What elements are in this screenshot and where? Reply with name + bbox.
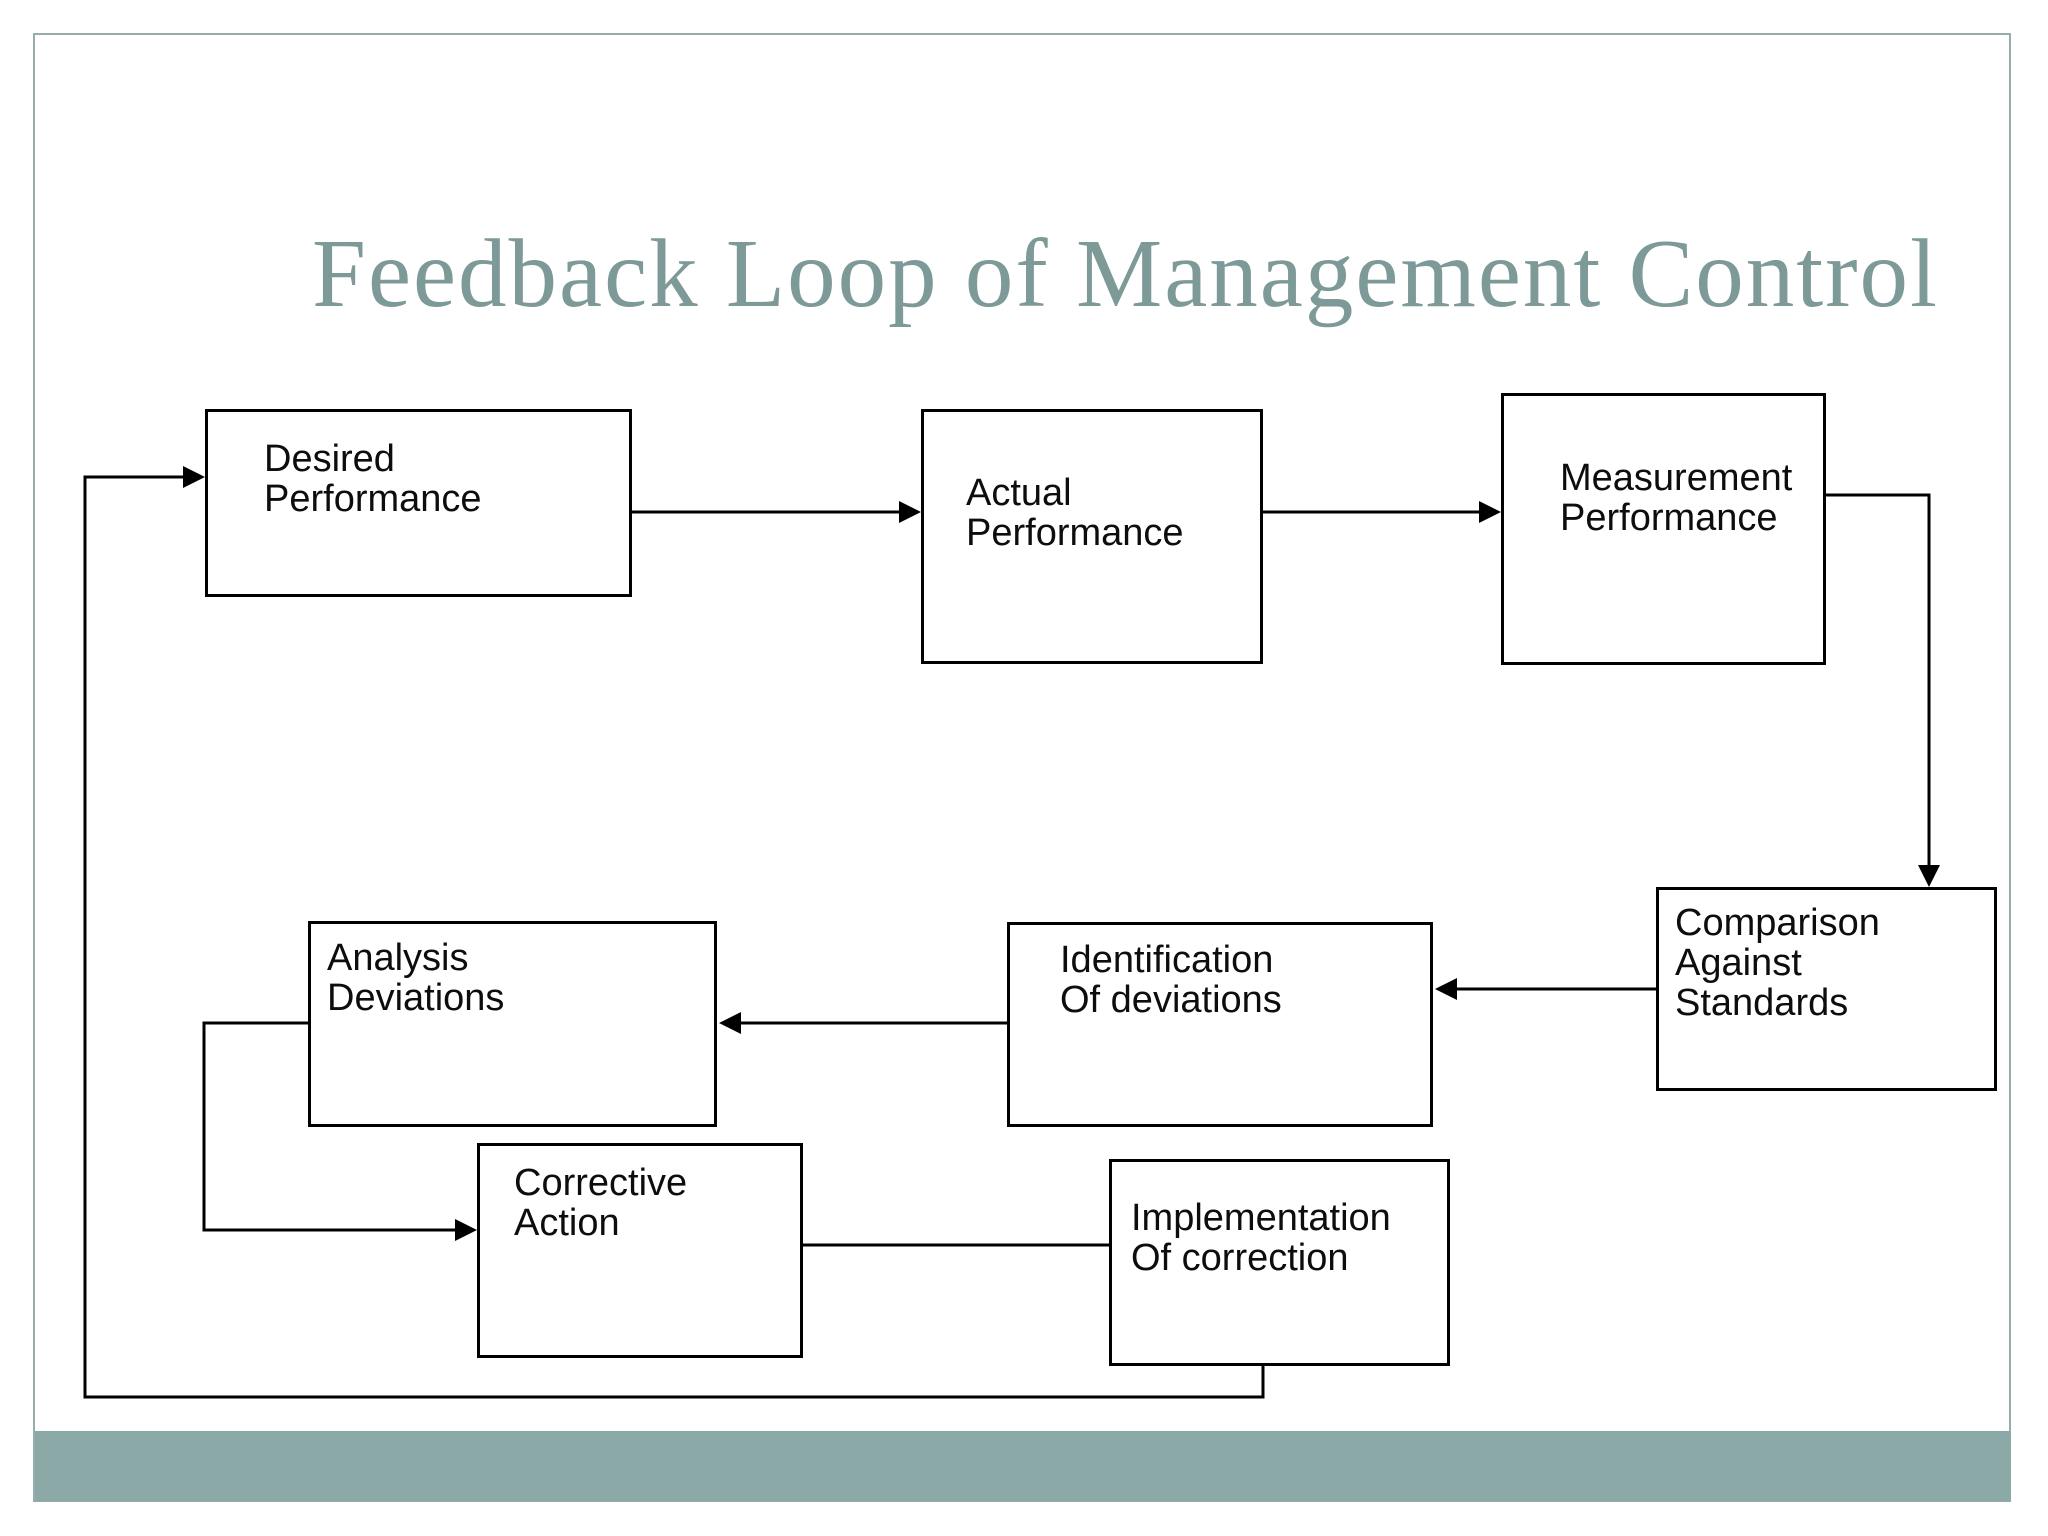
box-label-line: Action — [514, 1202, 620, 1244]
slide-border-frame — [33, 33, 2011, 1502]
box-label-line: Comparison — [1675, 902, 1880, 944]
box-label-line: Deviations — [327, 977, 505, 1019]
arrowhead-into-actual — [899, 501, 921, 523]
box-desired-performance: Desired Performance — [205, 409, 632, 597]
box-label-line: Performance — [966, 512, 1184, 554]
box-actual-performance: Actual Performance — [921, 409, 1263, 664]
box-label-line: Desired — [264, 438, 395, 480]
box-analysis-deviations: Analysis Deviations — [308, 921, 717, 1127]
box-corrective-action: Corrective Action — [477, 1143, 803, 1358]
box-label-line: Actual — [966, 472, 1072, 514]
box-label-line: Performance — [1560, 497, 1778, 539]
box-label-line: Of correction — [1131, 1237, 1349, 1279]
connector-measurement-to-comparison — [1826, 493, 1931, 867]
box-measurement-performance: Measurement Performance — [1501, 393, 1826, 665]
connector-feedback-loop — [83, 475, 1265, 1399]
box-label-line: Corrective — [514, 1162, 688, 1204]
arrowhead-into-desired — [183, 466, 205, 488]
box-identification-of-deviations: Identification Of deviations — [1007, 922, 1433, 1127]
bottom-accent-bar — [35, 1431, 2011, 1501]
slide-title: Feedback Loop of Management Control — [312, 220, 1939, 327]
arrowhead-into-analysis — [719, 1012, 741, 1034]
box-label-line: Measurement — [1560, 457, 1793, 499]
box-label-line: Performance — [264, 478, 482, 520]
connector-analysis-to-corrective — [202, 1021, 457, 1232]
box-label-line: Against — [1675, 942, 1802, 984]
arrowhead-into-measurement — [1479, 501, 1501, 523]
box-label-line: Standards — [1675, 982, 1849, 1024]
arrowhead-into-corrective — [455, 1219, 477, 1241]
arrowhead-into-identification — [1435, 978, 1457, 1000]
box-label-line: Identification — [1060, 939, 1274, 981]
box-label-line: Analysis — [327, 937, 469, 979]
box-label-line: Implementation — [1131, 1197, 1391, 1239]
arrowhead-into-comparison — [1918, 865, 1940, 887]
box-implementation-of-correction: Implementation Of correction — [1109, 1159, 1450, 1366]
box-comparison-against-standards: Comparison Against Standards — [1656, 887, 1997, 1091]
box-label-line: Of deviations — [1060, 979, 1282, 1021]
